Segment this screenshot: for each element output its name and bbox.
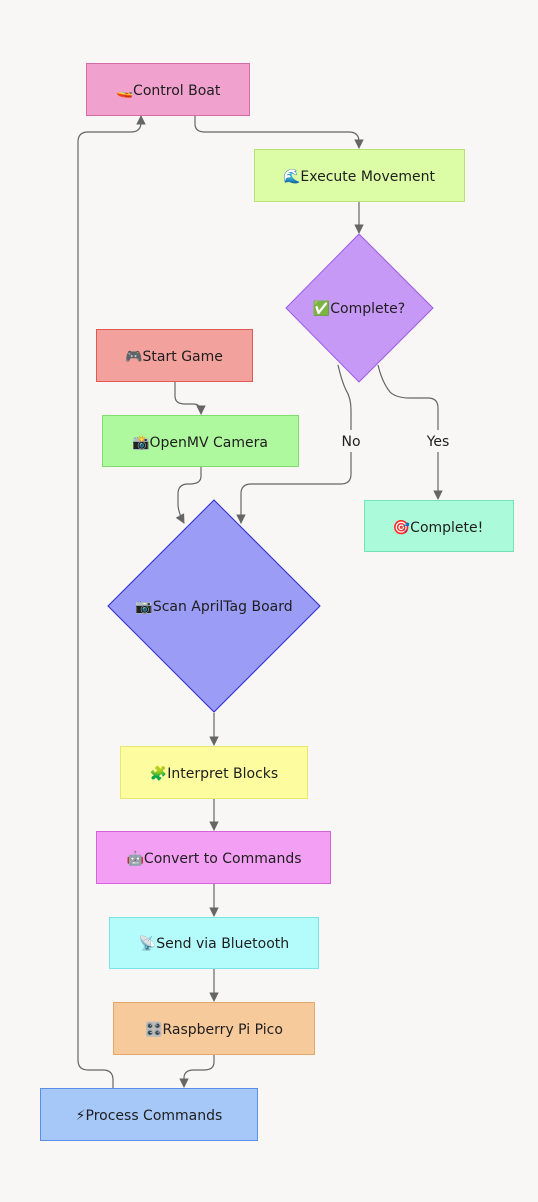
- node-complete-done-shape: [364, 500, 514, 552]
- node-control-boat-label: 🚤Control Boat: [116, 83, 221, 99]
- node-process-commands[interactable]: ⚡Process Commands: [40, 1088, 258, 1141]
- edge-complete-yes: [377, 364, 443, 500]
- node-start-game-shape: [96, 329, 253, 382]
- node-convert-commands[interactable]: 🤖Convert to Commands: [96, 831, 331, 884]
- node-process-commands-shape: [40, 1088, 258, 1141]
- edge-pico-to-process: [179, 1055, 215, 1088]
- node-convert-commands-label: 🤖Convert to Commands: [127, 850, 302, 867]
- node-execute-movement[interactable]: 🌊Execute Movement: [254, 149, 465, 202]
- node-openmv-camera[interactable]: 📸OpenMV Camera: [102, 415, 299, 467]
- node-complete-decision[interactable]: ✅Complete?: [285, 233, 434, 383]
- node-start-game-label: 🎮Start Game: [125, 349, 223, 365]
- node-complete-done-label: 🎯Complete!: [393, 519, 484, 536]
- node-interpret-blocks[interactable]: 🧩Interpret Blocks: [120, 746, 308, 799]
- nodes: 🚤Control Boat 🌊Execute Movement ✅Complet…: [40, 63, 514, 1141]
- node-process-commands-label: ⚡Process Commands: [76, 1108, 223, 1124]
- node-control-boat-shape: [86, 63, 250, 116]
- edge-openmv-to-scan: [175, 467, 202, 524]
- edge-labels: No Yes: [338, 430, 453, 452]
- node-complete-decision-shape: [285, 233, 434, 383]
- node-convert-commands-shape: [96, 831, 331, 884]
- edges: [77, 115, 443, 1088]
- node-execute-movement-shape: [254, 149, 465, 202]
- edge-label-no: No: [341, 434, 360, 450]
- edge-label-yes: Yes: [426, 434, 450, 450]
- edge-process-to-control: [77, 115, 146, 1088]
- node-interpret-blocks-label: 🧩Interpret Blocks: [150, 765, 278, 782]
- node-send-bluetooth-shape: [109, 917, 319, 969]
- node-complete-decision-label: ✅Complete?: [313, 300, 405, 317]
- node-execute-movement-label: 🌊Execute Movement: [283, 168, 436, 185]
- edge-complete-no: [236, 364, 352, 524]
- node-send-bluetooth[interactable]: 📡Send via Bluetooth: [109, 917, 319, 969]
- node-raspberry-pico-label: 🎛️Raspberry Pi Pico: [145, 1021, 283, 1038]
- node-raspberry-pico-shape: [113, 1002, 315, 1055]
- no-label-bg: [338, 430, 365, 452]
- node-interpret-blocks-shape: [120, 746, 308, 799]
- node-openmv-camera-label: 📸OpenMV Camera: [132, 435, 268, 451]
- node-send-bluetooth-label: 📡Send via Bluetooth: [139, 934, 289, 952]
- node-openmv-camera-shape: [102, 415, 299, 467]
- node-control-boat[interactable]: 🚤Control Boat: [86, 63, 250, 116]
- node-complete-done[interactable]: 🎯Complete!: [364, 500, 514, 552]
- edge-control-to-execute: [194, 116, 364, 149]
- node-scan-apriltag-label: 📷Scan AprilTag Board: [135, 599, 292, 615]
- edge-start-to-openmv: [174, 381, 206, 415]
- node-raspberry-pico[interactable]: 🎛️Raspberry Pi Pico: [113, 1002, 315, 1055]
- node-start-game[interactable]: 🎮Start Game: [96, 329, 253, 382]
- node-scan-apriltag[interactable]: 📷Scan AprilTag Board: [107, 499, 321, 713]
- yes-label-bg: [423, 430, 453, 452]
- node-scan-apriltag-shape: [107, 499, 321, 713]
